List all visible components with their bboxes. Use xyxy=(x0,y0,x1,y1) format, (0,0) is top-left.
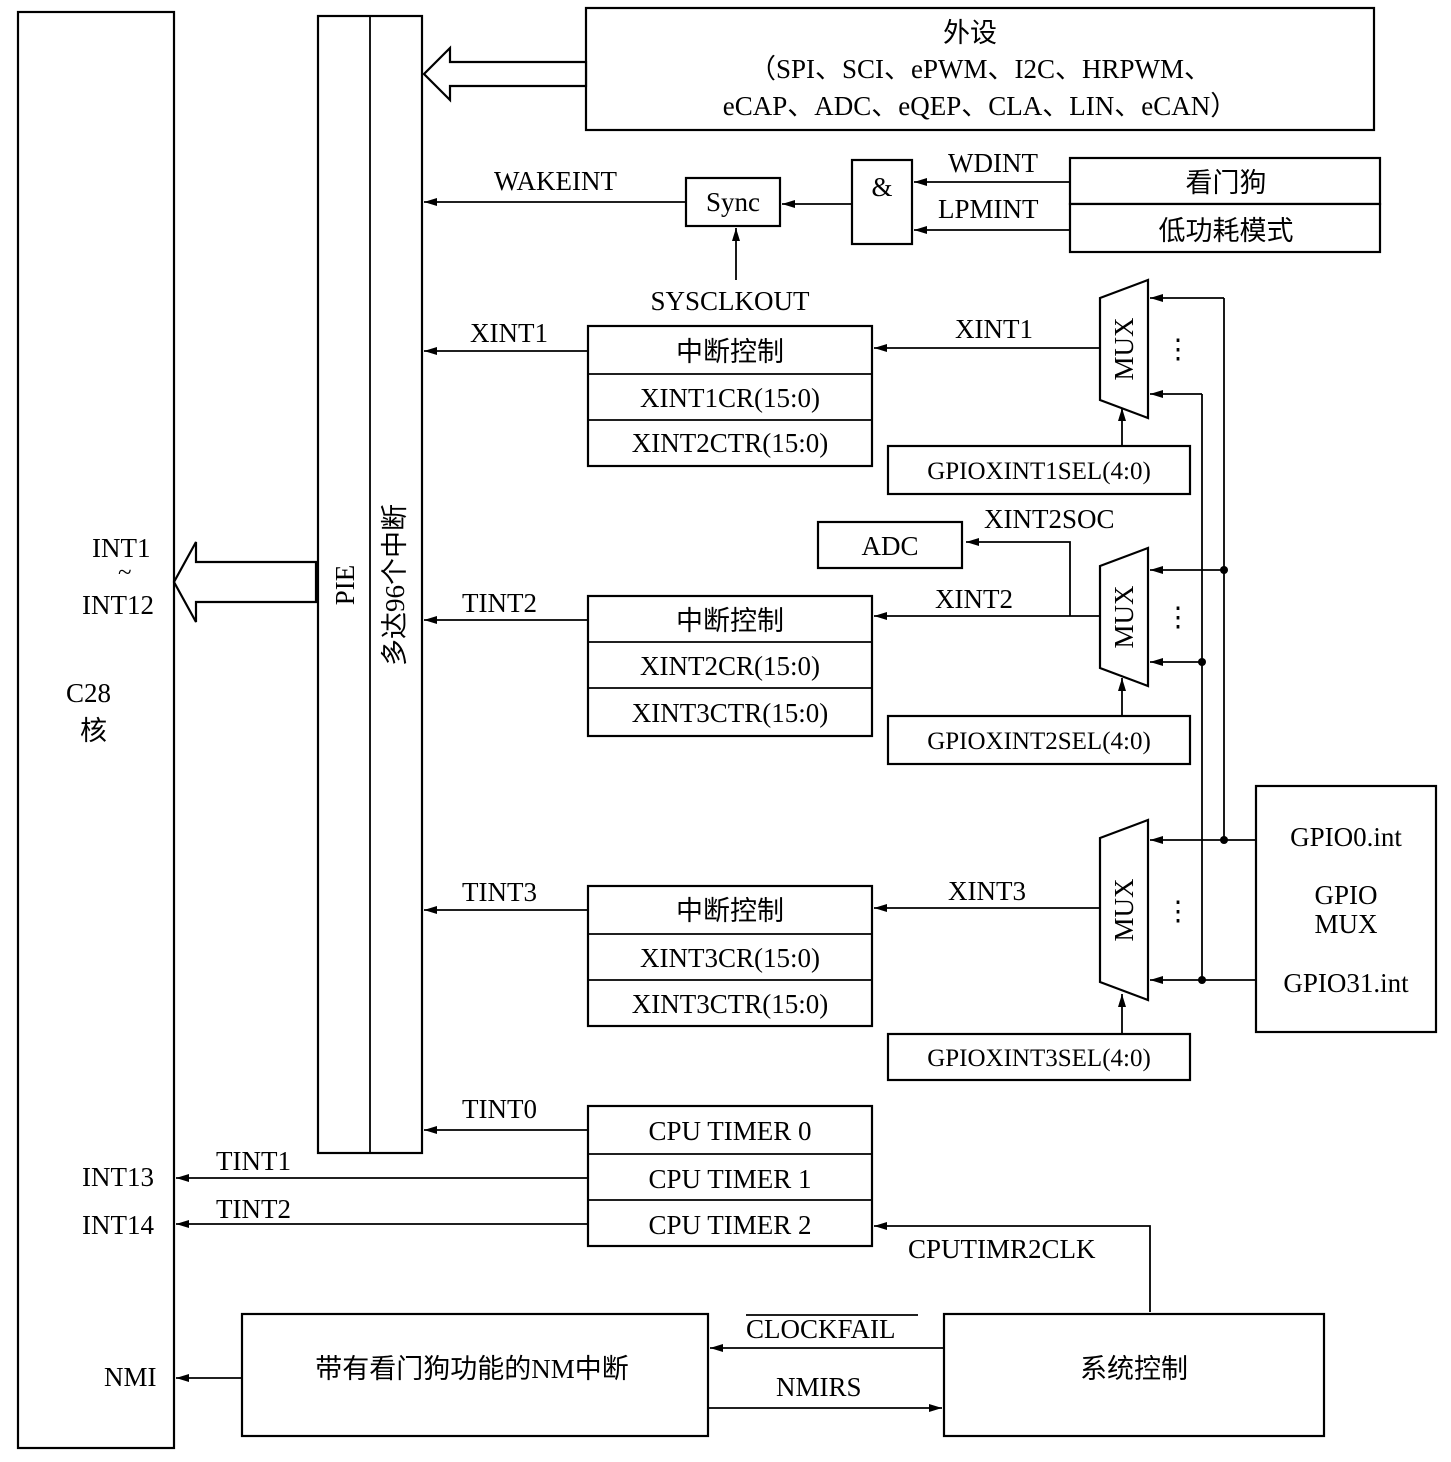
gpio-mux-bottom: GPIO31.int xyxy=(1283,968,1409,998)
peripherals-title: 外设 xyxy=(943,18,997,48)
xint1-out-label: XINT1 xyxy=(470,318,548,348)
peripherals-line1: （SPI、SCI、ePWM、I2C、HRPWM、 xyxy=(749,54,1211,84)
xint3-sel-box xyxy=(886,1032,1192,1082)
xint2-ctrl-box xyxy=(586,594,874,738)
cpu-timer2-label: CPU TIMER 2 xyxy=(648,1210,811,1240)
xint2-sel-box xyxy=(886,714,1192,766)
gpio-mux-top: GPIO0.int xyxy=(1290,822,1402,852)
int13-label: INT13 xyxy=(82,1162,154,1192)
tint1-label: TINT1 xyxy=(216,1146,291,1176)
and-gate-box xyxy=(850,158,914,246)
peripherals-to-pie-arrow xyxy=(422,45,588,103)
sync-box xyxy=(684,176,782,228)
xint1-ctrl-label: 中断控制 xyxy=(676,337,784,367)
adc-box xyxy=(816,520,964,570)
xint2-reg2-label: XINT3CTR(15:0) xyxy=(632,698,828,728)
lowpower-label: 低功耗模式 xyxy=(1159,216,1294,246)
watchdog-label: 看门狗 xyxy=(1186,168,1267,198)
int12-label: INT12 xyxy=(82,590,154,620)
gpio-mux-title1: GPIO xyxy=(1314,880,1377,910)
xint1-sel-label: GPIOXINT1SEL(4:0) xyxy=(927,458,1151,485)
core-name-line2: 核 xyxy=(80,716,107,746)
lowpower-box xyxy=(1068,202,1382,254)
junction-dot xyxy=(1220,836,1228,844)
nmi-label: NMI xyxy=(104,1362,157,1392)
xint1-sel-box xyxy=(886,444,1192,496)
sysclkout-label: SYSCLKOUT xyxy=(650,286,810,316)
xint1-reg1-label: XINT1CR(15:0) xyxy=(640,383,820,413)
gpio-mux-box xyxy=(1254,784,1438,1034)
and-gate-label: & xyxy=(871,172,892,202)
lpmint-label: LPMINT xyxy=(938,194,1039,224)
pie-subtitle: 多达96个中断 xyxy=(380,504,410,666)
xint2-sel-label: GPIOXINT2SEL(4:0) xyxy=(927,728,1151,755)
sync-label: Sync xyxy=(706,187,760,217)
cputimr2clk-line xyxy=(874,1222,1151,1312)
nmirs-label: NMIRS xyxy=(776,1372,862,1402)
xint1-mux xyxy=(1098,278,1150,420)
xint2soc-line xyxy=(966,538,1071,616)
int1-label: INT1 xyxy=(92,533,150,563)
wdint-label: WDINT xyxy=(948,148,1038,178)
peripherals-box xyxy=(584,6,1376,132)
xint3-dots: ⋮ xyxy=(1165,896,1192,926)
xint1-ctrl-box xyxy=(586,324,874,468)
cpu-timer1-label: CPU TIMER 1 xyxy=(648,1164,811,1194)
clockfail-label: CLOCKFAIL xyxy=(746,1314,896,1344)
xint3-sel-label: GPIOXINT3SEL(4:0) xyxy=(927,1045,1151,1072)
peripherals-line2: eCAP、ADC、eQEP、CLA、LIN、eCAN） xyxy=(723,91,1237,121)
tint2-label: TINT2 xyxy=(216,1194,291,1224)
xint1-mux-label: MUX xyxy=(1109,317,1139,381)
core-name-line1: C28 xyxy=(66,678,111,708)
junction-dot xyxy=(1198,658,1206,666)
pie-to-core-arrow xyxy=(172,541,318,623)
xint3-ctrl-label: 中断控制 xyxy=(676,896,784,926)
int14-label: INT14 xyxy=(82,1210,154,1240)
xint2soc-label: XINT2SOC xyxy=(984,504,1115,534)
xint1-dots: ⋮ xyxy=(1165,334,1192,364)
nmi-block-box xyxy=(240,1312,710,1438)
sysctrl-label: 系统控制 xyxy=(1080,1354,1188,1384)
xint3-reg1-label: XINT3CR(15:0) xyxy=(640,943,820,973)
gpio-mux-title2: MUX xyxy=(1314,909,1378,939)
xint3-reg2-label: XINT3CTR(15:0) xyxy=(632,989,828,1019)
c28-core-box xyxy=(16,10,176,1450)
xint2-reg1-label: XINT2CR(15:0) xyxy=(640,651,820,681)
tint0-label: TINT0 xyxy=(462,1094,537,1124)
wakeint-label: WAKEINT xyxy=(494,166,617,196)
int-range-tilde: ~ xyxy=(118,559,132,586)
xint1-reg2-label: XINT2CTR(15:0) xyxy=(632,428,828,458)
junction-dot xyxy=(1198,976,1206,984)
xint1-in-label: XINT1 xyxy=(955,314,1033,344)
xint3-mux-label: MUX xyxy=(1109,878,1139,942)
xint2-dots: ⋮ xyxy=(1165,602,1192,632)
nmi-block-label: 带有看门狗功能的NM中断 xyxy=(315,1354,629,1384)
xint3-ctrl-box xyxy=(586,884,874,1028)
xint2-mux-label: MUX xyxy=(1109,585,1139,649)
xint3-in-label: XINT3 xyxy=(948,876,1026,906)
xint3-out-label: TINT3 xyxy=(462,877,537,907)
xint2-ctrl-label: 中断控制 xyxy=(676,606,784,636)
adc-label: ADC xyxy=(861,531,918,561)
cputimr2clk-label: CPUTIMR2CLK xyxy=(908,1234,1096,1264)
xint2-in-label: XINT2 xyxy=(935,584,1013,614)
sysctrl-box xyxy=(942,1312,1326,1438)
xint2-out-label: TINT2 xyxy=(462,588,537,618)
cpu-timer-box xyxy=(586,1104,874,1248)
cpu-timer0-label: CPU TIMER 0 xyxy=(648,1116,811,1146)
xint2-mux xyxy=(1098,546,1150,688)
pie-label: PIE xyxy=(330,565,360,606)
junction-dot xyxy=(1220,566,1228,574)
xint3-mux xyxy=(1098,818,1150,1002)
